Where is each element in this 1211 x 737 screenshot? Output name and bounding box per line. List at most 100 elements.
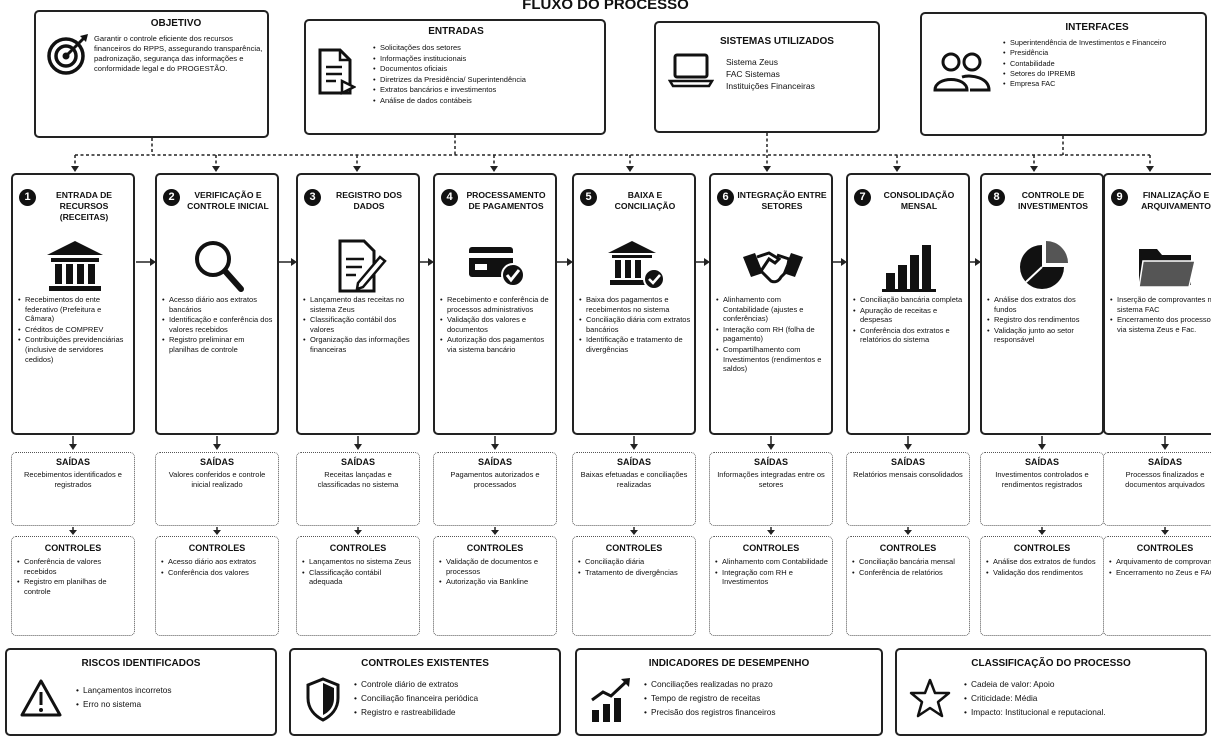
users-icon — [933, 52, 991, 92]
objetivo-box: OBJETIVO Garantir o controle eficiente d… — [34, 10, 269, 138]
sistemas-box: SISTEMAS UTILIZADOS Sistema Zeus FAC Sis… — [654, 21, 880, 133]
entradas-box: ENTRADAS Solicitações dos setores Inform… — [304, 19, 606, 135]
list-item: Diretrizes da Presidência/ Superintendên… — [372, 75, 602, 85]
step-header: 4 PROCESSAMENTO DE PAGAMENTOS — [441, 187, 551, 227]
step-1-controles: CONTROLES Conferência de valores recebid… — [11, 536, 135, 636]
list-item: Arquivamento de comprovantes — [1108, 557, 1211, 567]
step-title: ENTRADA DE RECURSOS (RECEITAS) — [55, 190, 113, 222]
pie-chart-icon — [1012, 237, 1076, 295]
list-item: Solicitações dos setores — [372, 43, 602, 53]
list-item: Erro no sistema — [75, 698, 172, 711]
step-9-saidas: SAÍDAS Processos finalizados e documento… — [1103, 452, 1211, 526]
list-item: Classificação contábil dos valores — [302, 315, 415, 334]
entradas-title: ENTRADAS — [428, 26, 484, 37]
list-item: Registro em planilhas de controle — [16, 577, 130, 596]
controles-list: Validação de documentos e processosAutor… — [434, 557, 556, 587]
step-9-controles: CONTROLES Arquivamento de comprovantesEn… — [1103, 536, 1211, 636]
step-activities: Acesso diário aos extratos bancáriosIden… — [161, 295, 274, 356]
saidas-label: SAÍDAS — [1024, 457, 1059, 467]
list-item: Interação com RH (folha de pagamento) — [715, 325, 828, 344]
list-item: Documentos oficiais — [372, 64, 602, 74]
controles-existentes-box: CONTROLES EXISTENTES Controle diário de … — [289, 648, 561, 736]
list-item: Análise dos extratos dos fundos — [986, 295, 1099, 314]
list-item: Conferência dos extratos e relatórios do… — [852, 326, 965, 345]
list-item: Encerramento no Zeus e FAC — [1108, 568, 1211, 578]
saidas-label: SAÍDAS — [753, 457, 788, 467]
step-7-box: 7 CONSOLIDAÇÃO MENSAL Conciliação bancár… — [846, 173, 970, 435]
step-title: FINALIZAÇÃO E ARQUIVAMENTO — [1141, 190, 1211, 211]
growth-chart-icon — [591, 678, 630, 722]
list-item: Presidência — [1002, 48, 1202, 58]
interfaces-title: INTERFACES — [1065, 22, 1129, 33]
step-5-controles: CONTROLES Conciliação diáriaTratamento d… — [572, 536, 696, 636]
list-item: Validação de documentos e processos — [438, 557, 552, 576]
step-number: 1 — [19, 189, 36, 206]
list-item: Sistema Zeus — [726, 57, 778, 67]
list-item: Alinhamento com Contabilidade — [714, 557, 828, 567]
list-item: Validação dos valores e documentos — [439, 315, 552, 334]
list-item: Créditos de COMPREV — [17, 325, 130, 335]
list-item: Alinhamento com Contabilidade (ajustes e… — [715, 295, 828, 324]
list-item: Compartilhamento com Investimentos (rend… — [715, 345, 828, 374]
step-number: 7 — [854, 189, 871, 206]
objetivo-text: Garantir o controle eficiente dos recurs… — [94, 34, 263, 74]
controles-existentes-title: CONTROLES EXISTENTES — [361, 658, 489, 669]
list-item: Recebimentos do ente federativo (Prefeit… — [17, 295, 130, 324]
saidas-label: SAÍDAS — [1147, 457, 1182, 467]
step-number: 3 — [304, 189, 321, 206]
step-4-saidas: SAÍDAS Pagamentos autorizados e processa… — [433, 452, 557, 526]
saidas-text: Receitas lançadas e classificadas no sis… — [317, 470, 399, 489]
saidas-text: Valores conferidos e controle inicial re… — [168, 470, 266, 489]
step-activities: Alinhamento com Contabilidade (ajustes e… — [715, 295, 828, 375]
step-4-controles: CONTROLES Validação de documentos e proc… — [433, 536, 557, 636]
list-item: Impacto: Institucional e reputacional. — [963, 706, 1106, 719]
saidas-text: Processos finalizados e documentos arqui… — [1125, 470, 1205, 489]
list-item: Acesso diário aos extratos bancários — [161, 295, 274, 314]
step-7-saidas: SAÍDAS Relatórios mensais consolidados — [846, 452, 970, 526]
list-item: Conciliação diária — [577, 557, 691, 567]
step-activities: Lançamento das receitas no sistema ZeusC… — [302, 295, 415, 356]
step-3-saidas: SAÍDAS Receitas lançadas e classificadas… — [296, 452, 420, 526]
list-item: Tempo de registro de receitas — [643, 692, 776, 705]
controles-label: CONTROLES — [329, 543, 387, 553]
list-item: Validação junto ao setor responsável — [986, 326, 1099, 345]
list-item: Contribuições previdenciárias (inclusive… — [17, 335, 130, 364]
list-item: Conferência de valores recebidos — [16, 557, 130, 576]
controles-list: Conciliação bancária mensalConferência d… — [847, 557, 969, 577]
bar-chart-icon — [878, 237, 942, 295]
handshake-icon — [741, 237, 805, 295]
controles-label: CONTROLES — [742, 543, 800, 553]
list-item: Cadeia de valor: Apoio — [963, 678, 1106, 691]
controles-label: CONTROLES — [1013, 543, 1071, 553]
step-title: PROCESSAMENTO DE PAGAMENTOS — [466, 190, 546, 211]
step-9-box: 9 FINALIZAÇÃO E ARQUIVAMENTO Inserção de… — [1103, 173, 1211, 435]
interfaces-box: INTERFACES Superintendência de Investime… — [920, 12, 1207, 136]
list-item: Autorização via Bankline — [438, 577, 552, 587]
step-number: 8 — [988, 189, 1005, 206]
step-title: BAIXA E CONCILIAÇÃO — [614, 190, 676, 211]
step-6-saidas: SAÍDAS Informações integradas entre os s… — [709, 452, 833, 526]
step-header: 2 VERIFICAÇÃO E CONTROLE INICIAL — [163, 187, 273, 227]
step-7-controles: CONTROLES Conciliação bancária mensalCon… — [846, 536, 970, 636]
saidas-text: Baixas efetuadas e conciliações realizad… — [580, 470, 688, 489]
step-6-controles: CONTROLES Alinhamento com ContabilidadeI… — [709, 536, 833, 636]
list-item: Recebimento e conferência de processos a… — [439, 295, 552, 314]
folder-icon — [1135, 237, 1199, 295]
step-8-controles: CONTROLES Análise dos extratos de fundos… — [980, 536, 1104, 636]
saidas-label: SAÍDAS — [199, 457, 234, 467]
classificacao-title: CLASSIFICAÇÃO DO PROCESSO — [971, 658, 1131, 669]
list-item: Lançamentos incorretos — [75, 684, 172, 697]
step-activities: Inserção de comprovantes no sistema FACE… — [1109, 295, 1211, 335]
step-1-saidas: SAÍDAS Recebimentos identificados e regi… — [11, 452, 135, 526]
step-number: 5 — [580, 189, 597, 206]
saidas-label: SAÍDAS — [55, 457, 90, 467]
list-item: Análise dos extratos de fundos — [985, 557, 1099, 567]
saidas-text: Pagamentos autorizados e processados — [450, 470, 540, 489]
indicadores-box: INDICADORES DE DESEMPENHO Conciliações r… — [575, 648, 883, 736]
step-header: 1 ENTRADA DE RECURSOS (RECEITAS) — [19, 187, 129, 227]
list-item: Setores do IPREMB — [1002, 69, 1202, 79]
sistemas-title: SISTEMAS UTILIZADOS — [720, 36, 834, 47]
saidas-label: SAÍDAS — [616, 457, 651, 467]
list-item: Apuração de receitas e despesas — [852, 306, 965, 325]
list-item: Identificação e tratamento de divergênci… — [578, 335, 691, 354]
